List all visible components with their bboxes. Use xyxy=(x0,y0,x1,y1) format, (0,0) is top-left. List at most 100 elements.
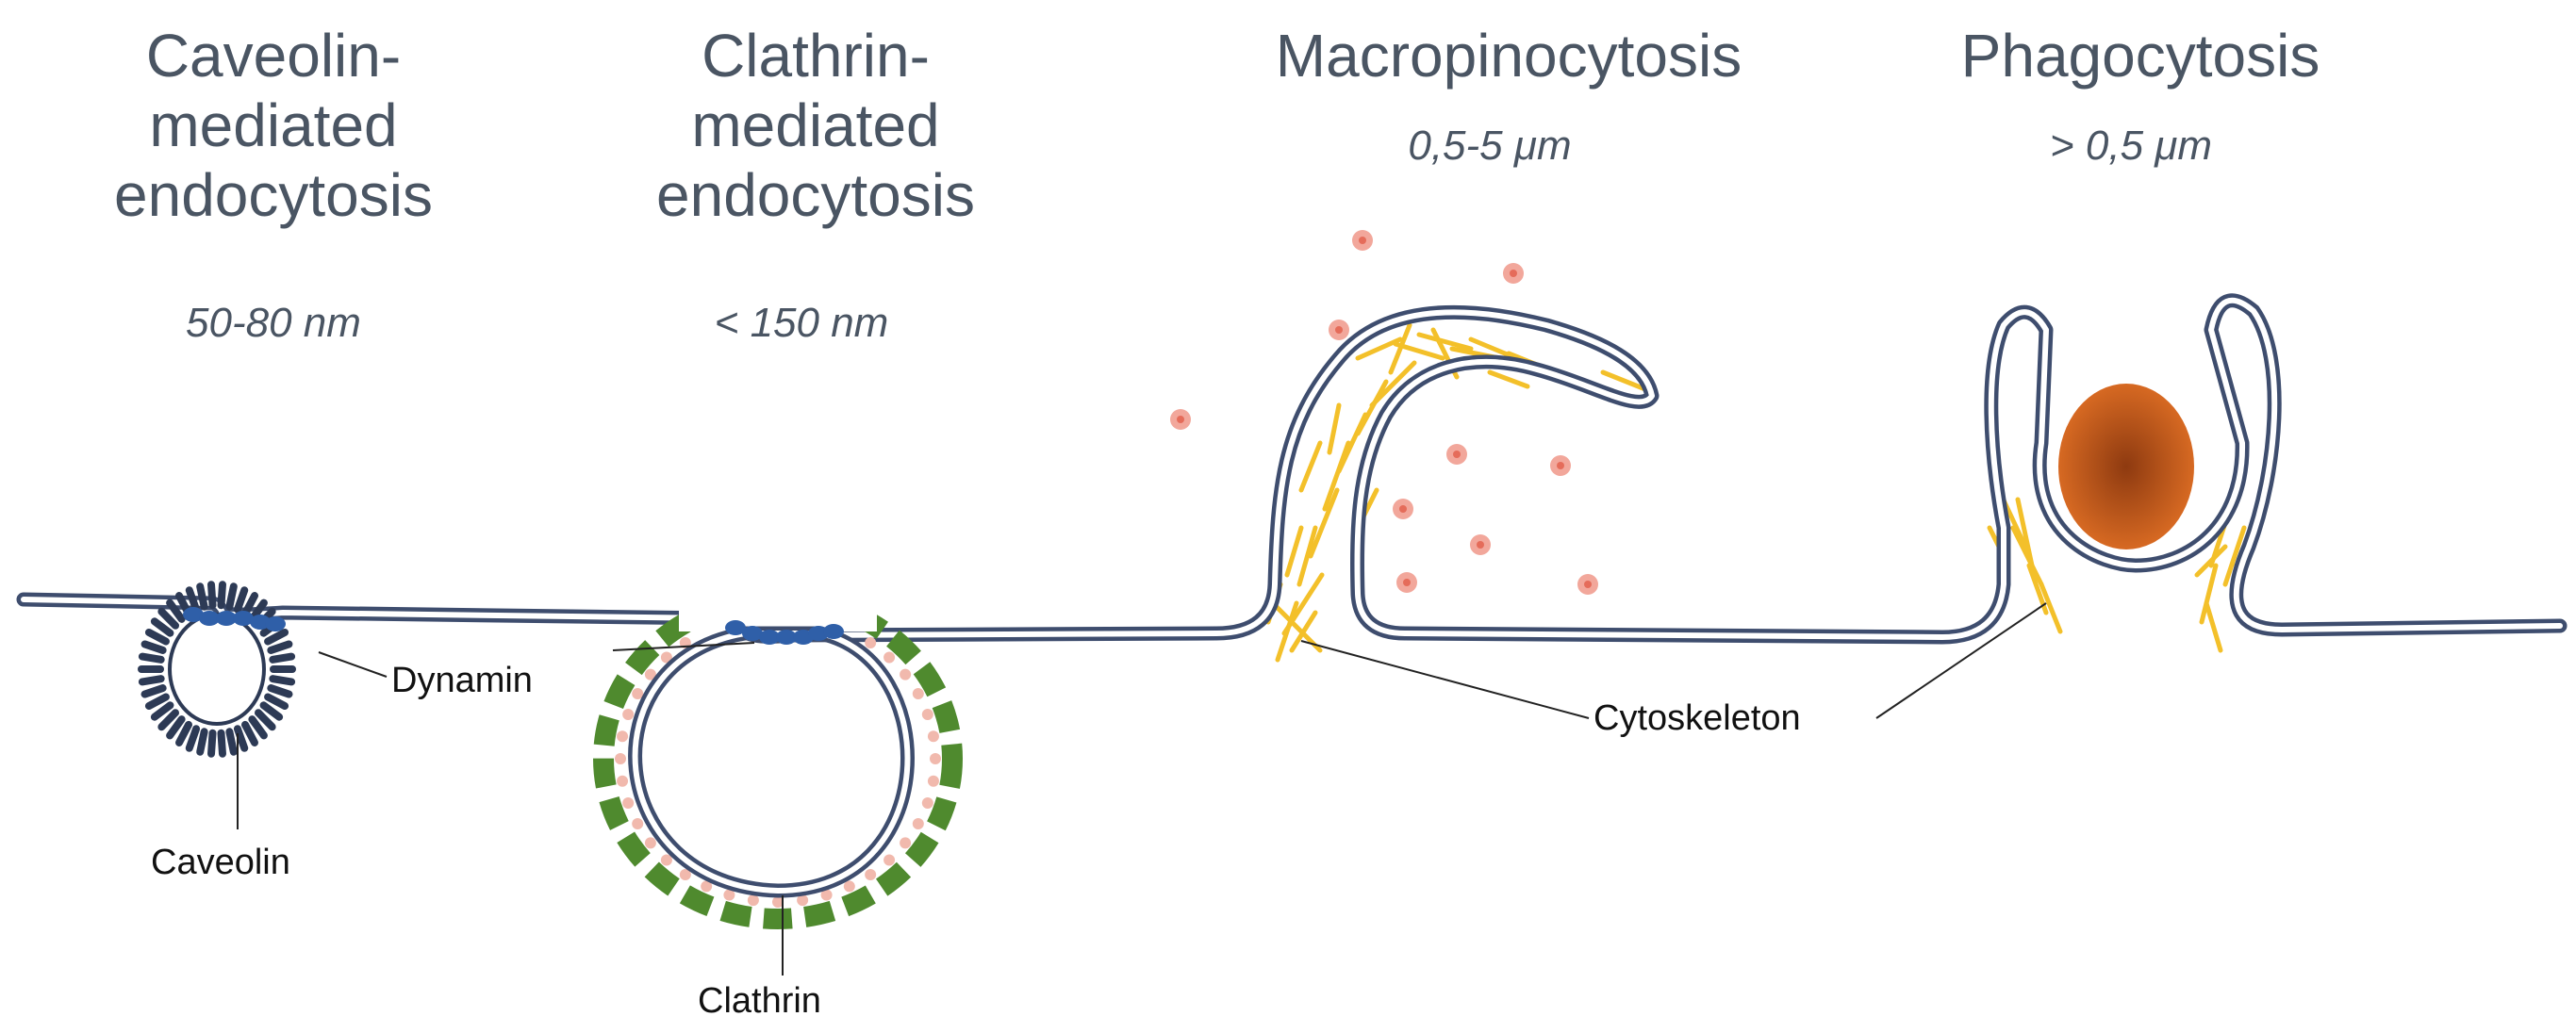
caveolin-coat-unit xyxy=(144,693,170,711)
caveolin-coat-unit xyxy=(241,720,258,746)
phagocytosed-particle xyxy=(2058,384,2194,549)
leader-line-5 xyxy=(1875,602,2047,719)
clathrin-adaptor-dot xyxy=(900,837,912,849)
macropinocytosis-size-range: 0,5-5 μm xyxy=(1408,123,1572,169)
caveolin-coat-unit xyxy=(269,675,296,686)
macropinocytosis-title: Macropinocytosis xyxy=(1275,22,1742,90)
actin-fiber-8 xyxy=(1369,360,1417,408)
caveolin-coat-unit xyxy=(196,582,208,611)
clathrin-adaptor-dot xyxy=(921,796,933,809)
caveolin-coat-unit xyxy=(157,607,180,630)
phagocytosed-particle-body xyxy=(2058,384,2194,549)
solute-particle-core-8 xyxy=(1477,541,1484,549)
dynamin-label: Dynamin xyxy=(391,661,533,700)
actin-fiber-30 xyxy=(2010,525,2044,587)
dynamin-subunit-6 xyxy=(265,616,286,631)
caveolin-coat-unit xyxy=(185,725,201,752)
actin-fiber-23 xyxy=(1284,525,1304,578)
actin-fiber-4 xyxy=(1308,487,1340,559)
solute-particle-core-1 xyxy=(1359,237,1366,244)
caveolin-coat-unit xyxy=(166,715,186,740)
clathrin-adaptor-dot xyxy=(660,854,672,866)
leader-line-4 xyxy=(1300,640,1590,719)
clathrin-adaptor-dot xyxy=(927,730,939,743)
clathrin-coat xyxy=(593,588,963,929)
clathrin-adaptor-dot xyxy=(644,837,656,849)
clathrin-adaptor-dot xyxy=(912,818,924,830)
caveolin-coat-unit xyxy=(138,675,165,686)
macropinocytosis-particles xyxy=(1170,230,1598,595)
caveolin-coat-unit xyxy=(267,684,293,698)
phagocytosis-title: Phagocytosis xyxy=(1960,22,2320,90)
actin-fiber-40 xyxy=(2194,544,2228,578)
label-leader-lines xyxy=(237,602,2047,976)
clathrin-adaptor-dot xyxy=(921,709,933,721)
solute-particle-core-3 xyxy=(1335,326,1343,334)
solute-particle-core-10 xyxy=(1584,581,1592,588)
clathrin-adaptor-dot xyxy=(622,796,635,809)
actin-fiber-12 xyxy=(1355,336,1403,361)
actin-fiber-7 xyxy=(1355,379,1389,436)
clathrin-adaptor-dot xyxy=(679,868,691,880)
leader-line-1 xyxy=(318,651,388,678)
solute-particle-core-2 xyxy=(1510,270,1517,277)
actin-fiber-25 xyxy=(1270,600,1323,653)
dynamin-subunit-7 xyxy=(725,620,746,635)
dynamin-subunit-8 xyxy=(742,626,763,641)
clathrin-adaptor-dot xyxy=(617,775,629,787)
clathrin-adaptor-dot xyxy=(930,753,941,764)
caveolin-coat-unit xyxy=(150,617,174,637)
actin-fiber-37 xyxy=(2199,563,2219,625)
caveolin-coat-unit xyxy=(254,709,276,731)
solute-particle-core-7 xyxy=(1399,505,1407,513)
caveolin-coat-unit xyxy=(138,652,165,664)
caveolin-coat-unit xyxy=(269,652,296,664)
clathrin-adaptor-dot xyxy=(927,775,939,787)
caveolin-coat-unit xyxy=(207,729,217,758)
dynamin-subunit-1 xyxy=(183,607,204,622)
solute-particle-core-6 xyxy=(1557,462,1564,469)
solute-particle-core-9 xyxy=(1403,579,1411,586)
caveolin-coat-unit xyxy=(233,586,249,614)
actin-fiber-36 xyxy=(2222,525,2247,587)
actin-fiber-21 xyxy=(1388,322,1412,375)
caveolin-coat-unit xyxy=(217,581,226,610)
clathrin-adaptor-dot xyxy=(617,730,629,743)
actin-fiber-24 xyxy=(1327,402,1342,455)
actin-fiber-3 xyxy=(1296,525,1318,587)
clathrin-adaptor-dot xyxy=(772,896,784,908)
phagocytosis-size-range: > 0,5 μm xyxy=(2049,123,2213,169)
caveolin-coat-unit xyxy=(144,628,170,646)
clathrin-adaptor-dot xyxy=(615,753,626,764)
clathrin-adaptor-dot xyxy=(912,687,924,699)
actin-fiber-2 xyxy=(1281,572,1325,636)
actin-fiber-11 xyxy=(1298,440,1323,493)
caveolin-coat-unit xyxy=(150,701,174,721)
clathrin-adaptor-dot xyxy=(883,651,896,664)
leader-line-6 xyxy=(612,642,755,651)
clathrin-adaptor-dot xyxy=(747,894,759,907)
dynamin-subunit-3 xyxy=(216,611,237,626)
actin-fiber-39 xyxy=(2204,600,2223,653)
clathrin-adaptor-dot xyxy=(701,880,713,893)
solute-particle-core-4 xyxy=(1177,416,1184,423)
caveolin-coat-unit xyxy=(175,720,192,746)
clathrin-adaptor-dot xyxy=(900,668,912,680)
caveolin-coat-unit xyxy=(225,728,238,756)
caveolin-vesicle-lumen xyxy=(168,613,266,726)
clathrin-adaptor-dot xyxy=(797,894,809,907)
clathrin-adaptor-dot xyxy=(843,880,855,893)
caveolin-label: Caveolin xyxy=(151,843,290,882)
clathrin-vesicle-membrane-lumen xyxy=(632,631,911,894)
actin-fiber-26 xyxy=(1487,369,1530,389)
caveolin-coat-unit xyxy=(140,640,167,654)
clathrin-neck-mask xyxy=(679,566,877,631)
dynamin-subunit-4 xyxy=(233,611,254,626)
clathrin-coated-vesicle xyxy=(593,566,963,929)
dynamin-subunit-2 xyxy=(199,611,220,626)
clathrin-adaptor-dot xyxy=(660,651,672,664)
caveolin-size-range: 50-80 nm xyxy=(186,300,361,346)
clathrin-adaptor-dot xyxy=(865,637,877,649)
clathrin-endocytosis-title: Clathrin- mediated endocytosis xyxy=(656,22,975,229)
